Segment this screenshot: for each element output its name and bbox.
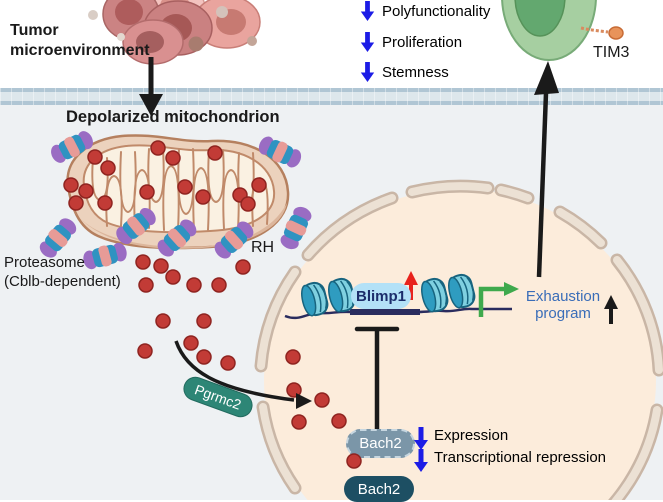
effect-label: Stemness bbox=[382, 64, 449, 81]
tumor-vesicles bbox=[88, 6, 257, 52]
bach2-inhibition-tbar bbox=[354, 326, 400, 432]
membrane-texture bbox=[0, 88, 663, 105]
tumor-cell-cluster bbox=[102, 0, 261, 65]
tumor-to-cell-arrow bbox=[139, 57, 163, 116]
rh-molecules-mitochondrion bbox=[63, 140, 267, 212]
exhaustion-up-arrow bbox=[604, 295, 618, 324]
bach2-effect-transcriptional-repression: Transcriptional repression bbox=[414, 449, 606, 473]
depolarized-mitochondrion-label: Depolarized mitochondrion bbox=[66, 108, 280, 126]
bach2-effect-expression: Expression bbox=[414, 427, 508, 451]
down-arrow-icon bbox=[414, 449, 428, 472]
rh-label: RH bbox=[251, 239, 275, 256]
tumor-microenvironment-label: Tumor microenvironment bbox=[10, 22, 150, 59]
tim3-label: TIM3 bbox=[593, 44, 630, 61]
transcription-arrow bbox=[478, 282, 519, 317]
nucleus-body bbox=[264, 189, 656, 500]
exhaustion-to-tcell-arrow bbox=[534, 61, 559, 278]
bach2-repressed: Bach2 bbox=[346, 429, 415, 458]
effect-proliferation: Proliferation bbox=[360, 32, 462, 53]
bach2-effect-label: Expression bbox=[434, 427, 509, 444]
effect-label: Polyfunctionality bbox=[382, 3, 491, 20]
rh-molecules-stream bbox=[135, 254, 251, 371]
effect-polyfunctionality: Polyfunctionality bbox=[360, 1, 490, 22]
down-arrow-icon bbox=[360, 32, 375, 53]
effect-stemness: Stemness bbox=[360, 62, 449, 83]
bach2-effect-label: Transcriptional repression bbox=[434, 449, 607, 466]
down-arrow-icon bbox=[360, 1, 375, 22]
t-cell bbox=[501, 0, 597, 61]
cell-membrane bbox=[0, 88, 663, 105]
proteasome-label: Proteasome (Cblb-dependent) bbox=[4, 254, 121, 290]
down-arrow-icon bbox=[360, 62, 375, 83]
nuclear-envelope bbox=[257, 182, 663, 500]
blimp1-gene: Blimp1 bbox=[351, 283, 411, 309]
blimp1-locus bbox=[284, 271, 512, 320]
effect-label: Proliferation bbox=[382, 34, 463, 51]
down-arrow-icon bbox=[414, 427, 428, 450]
blimp1-up-arrow bbox=[404, 271, 418, 300]
exhaustion-program-label: Exhaustion program bbox=[525, 288, 601, 322]
tim3-receptor-icon bbox=[580, 26, 624, 40]
bach2-active: Bach2 bbox=[344, 476, 414, 502]
